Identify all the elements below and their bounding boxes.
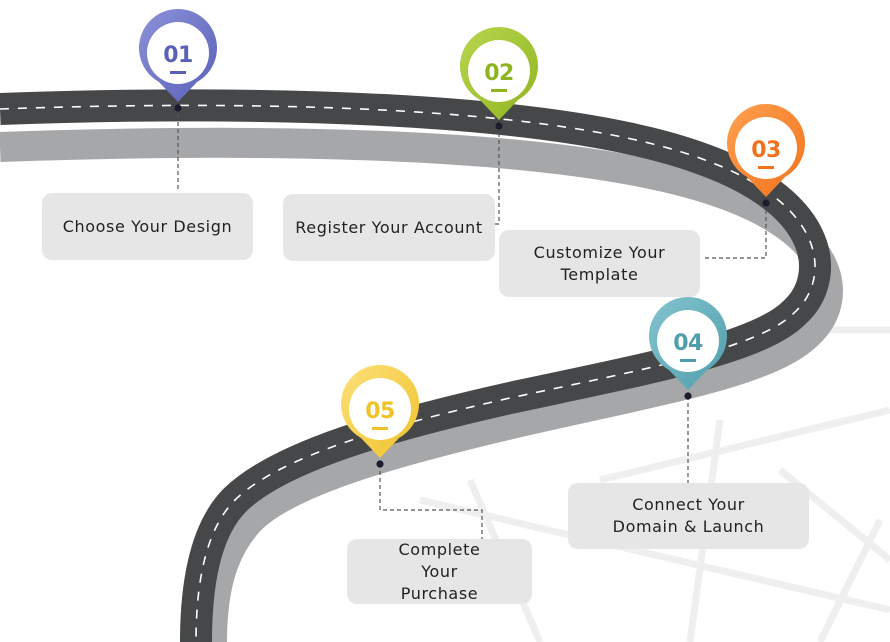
step-label: Complete Your Purchase <box>398 539 481 603</box>
leader-line-05 <box>379 464 483 540</box>
step-box-01: Choose Your Design <box>42 193 253 260</box>
pin-underline <box>680 359 696 362</box>
step-box-04: Connect Your Domain & Launch <box>568 483 809 549</box>
anchor-dot-02 <box>495 122 503 130</box>
step-box-03: Customize Your Template <box>499 230 700 297</box>
pin-05: 05 <box>340 364 419 458</box>
anchor-dot-05 <box>376 460 384 468</box>
pin-04: 04 <box>649 296 727 390</box>
pin-03: 03 <box>727 103 805 197</box>
road-shadow <box>0 127 843 642</box>
pin-02: 02 <box>460 26 538 121</box>
pin-inner-circle <box>147 22 209 84</box>
anchor-dot-04 <box>684 392 692 400</box>
anchor-dot-03 <box>762 199 770 207</box>
anchor-dots <box>174 104 770 468</box>
step-box-05: Complete Your Purchase <box>347 539 532 604</box>
pin-01: 01 <box>138 8 217 102</box>
step-label: Connect Your Domain & Launch <box>612 495 765 536</box>
pin-inner-circle <box>657 310 719 372</box>
anchor-dot-01 <box>174 104 182 112</box>
pin-underline <box>491 89 507 92</box>
pin-inner-circle <box>349 378 411 440</box>
pin-underline <box>372 427 388 430</box>
step-label: Choose Your Design <box>62 216 233 236</box>
pin-number: 01 <box>163 43 193 68</box>
pin-inner-circle <box>735 117 797 179</box>
step-label: Register Your Account <box>295 217 483 237</box>
pin-underline <box>170 71 186 74</box>
pin-underline <box>758 166 774 169</box>
step-label: Customize Your Template <box>533 242 666 284</box>
pin-number: 05 <box>365 399 395 424</box>
pin-number: 04 <box>673 331 703 356</box>
road-surface <box>0 89 831 642</box>
pin-number: 03 <box>751 138 781 163</box>
pin-number: 02 <box>484 61 514 86</box>
pin-inner-circle <box>468 40 530 102</box>
step-box-02: Register Your Account <box>283 194 495 261</box>
